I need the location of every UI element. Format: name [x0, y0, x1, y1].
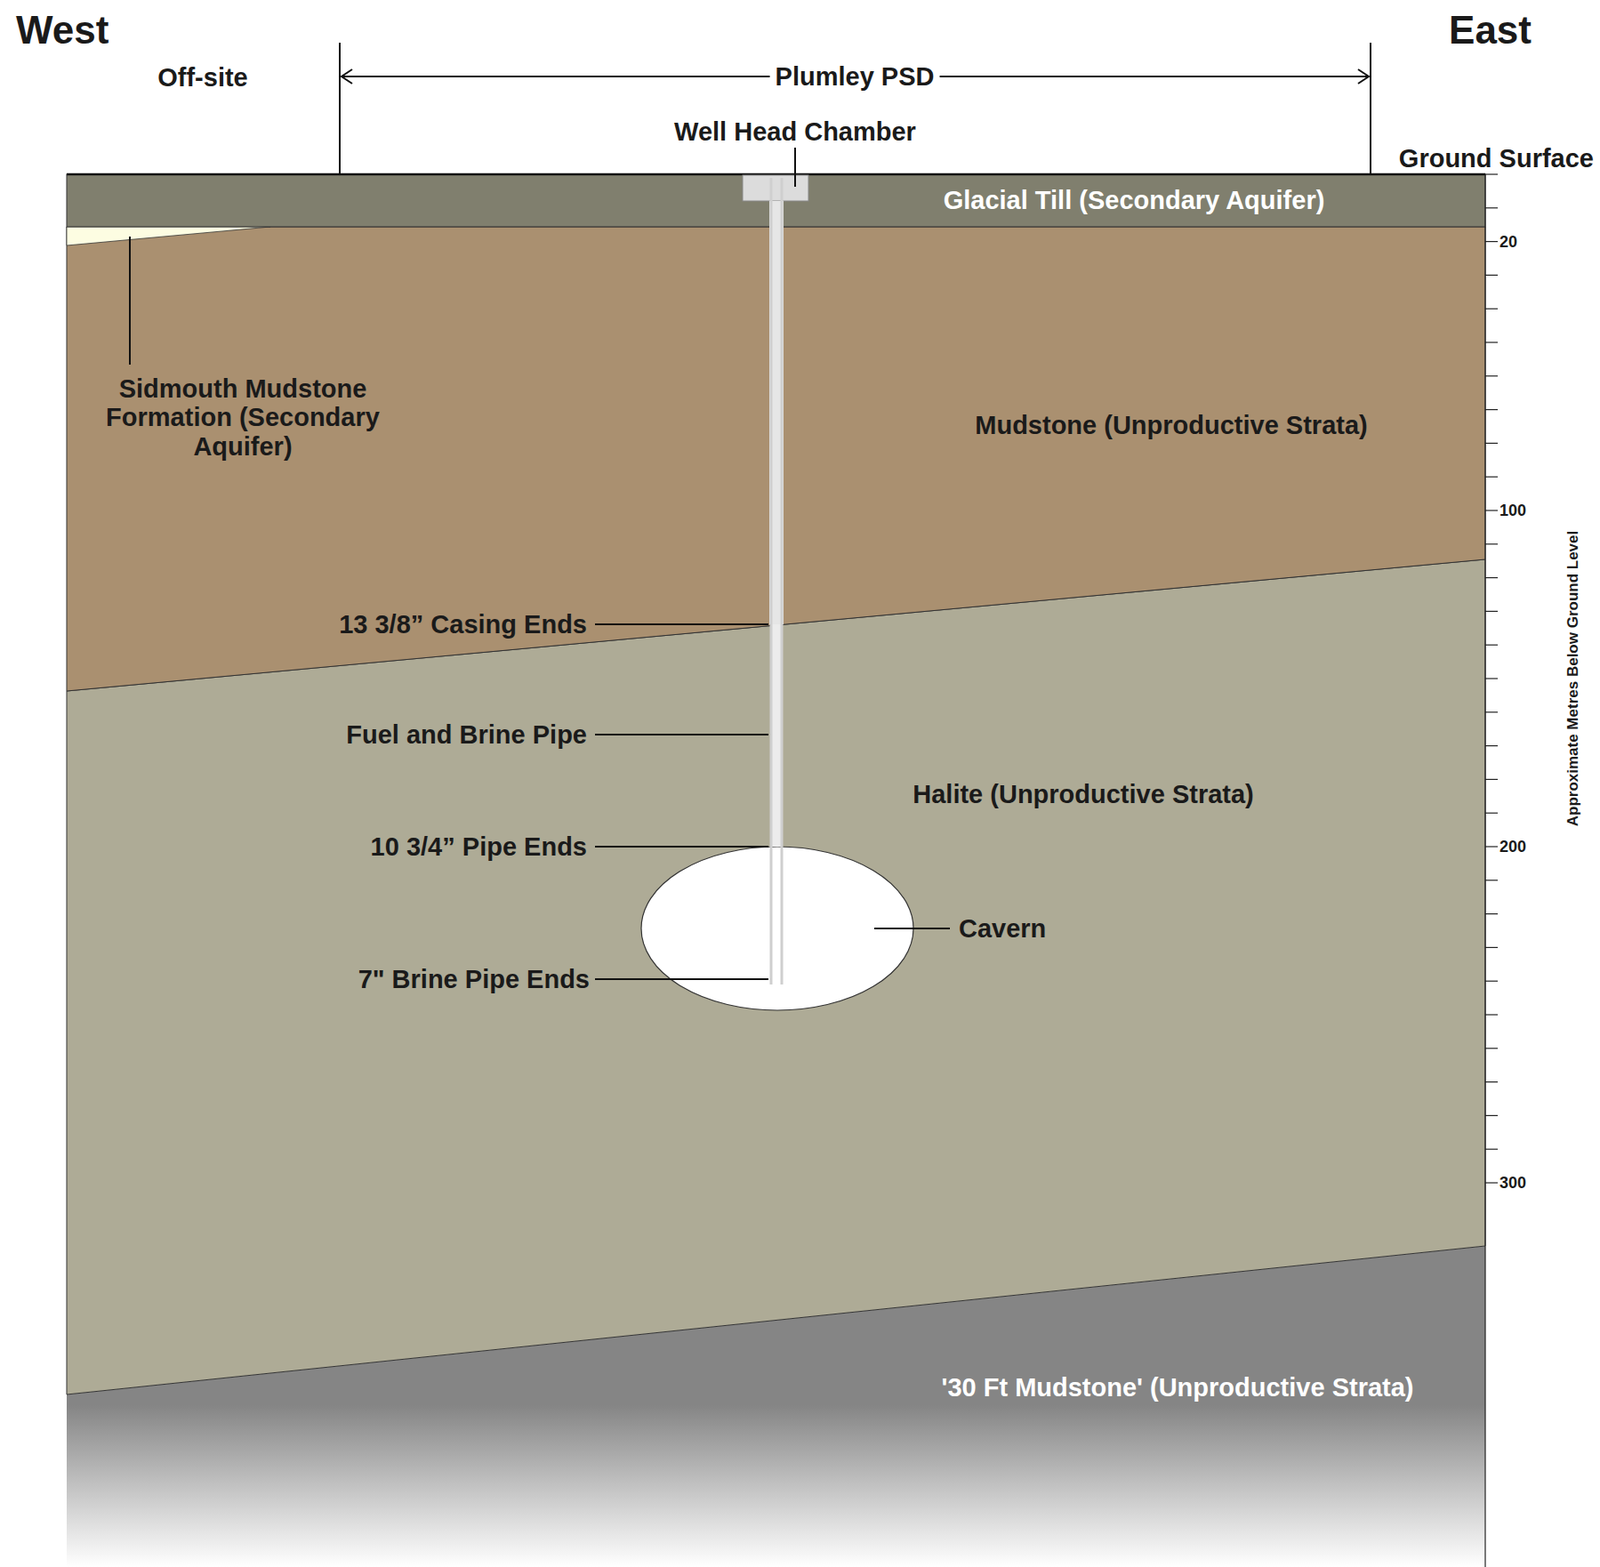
stratum-band: Mudstone (Unproductive Strata)	[971, 409, 1371, 442]
part-label: 13 3/8” Casing Ends	[338, 610, 587, 639]
scale-tick	[1485, 611, 1498, 612]
stratum-band: Halite (Unproductive Strata)	[908, 778, 1258, 811]
arrow-head	[341, 69, 353, 84]
pipe-wall	[770, 177, 773, 985]
site-tick	[338, 42, 341, 174]
scale-tick	[1485, 509, 1498, 511]
axis-title: Approximate Metres Below Ground Level	[1564, 530, 1582, 828]
scale-tick	[1485, 173, 1498, 175]
scale-tick	[1485, 375, 1498, 377]
arrow-head	[1358, 69, 1369, 84]
scale-tick	[1485, 476, 1498, 478]
scale-tick	[1485, 711, 1498, 713]
scale-tick	[1485, 577, 1498, 579]
stratum-name: '30 Ft Mudstone' (Unproductive Strata)	[941, 1373, 1415, 1402]
scale-tick	[1485, 1047, 1498, 1049]
cavern	[641, 846, 914, 1011]
depth-number: 200	[1499, 837, 1527, 856]
scale-tick	[1485, 845, 1498, 847]
leader-line	[594, 733, 769, 736]
scale-tick	[1485, 308, 1498, 310]
stratum-name: Mudstone (Unproductive Strata)	[974, 410, 1367, 440]
leader-line	[128, 236, 131, 365]
leader-line	[794, 147, 796, 187]
stratum-band: '30 Ft Mudstone' (Unproductive Strata)	[938, 1371, 1418, 1404]
depth-axis	[1484, 174, 1486, 1567]
scale-ticks	[1485, 174, 1498, 1183]
scale-tick	[1485, 207, 1498, 209]
scale-tick	[1485, 879, 1498, 881]
scale-tick	[1485, 1149, 1498, 1150]
compass-label: East	[1448, 8, 1532, 52]
stratum-name: Halite (Unproductive Strata)	[912, 779, 1255, 809]
sidmouth-wedge	[66, 226, 271, 246]
scale-tick	[1485, 677, 1498, 679]
scale-tick	[1485, 1081, 1498, 1083]
area-label: Off-site	[157, 63, 249, 92]
scale-tick	[1485, 241, 1498, 242]
part-label: 10 3/4” Pipe Ends	[370, 832, 587, 861]
well-head-chamber	[742, 175, 809, 202]
leader-line	[874, 927, 950, 930]
part-label: Cavern	[958, 914, 1046, 943]
leader-line	[594, 623, 769, 626]
leader-line	[594, 978, 769, 981]
halite-band	[66, 559, 1486, 1395]
scale-tick	[1485, 980, 1498, 982]
depth-number: 100	[1499, 501, 1527, 520]
depth-number: 20	[1499, 233, 1518, 251]
scale-tick	[1485, 409, 1498, 411]
scale-tick	[1485, 274, 1498, 276]
leader-line	[594, 845, 769, 848]
scale-tick	[1485, 745, 1498, 747]
part-label: Well Head Chamber	[674, 117, 917, 146]
depth-number: 300	[1499, 1173, 1527, 1192]
scale-tick	[1485, 779, 1498, 780]
part-label: Fuel and Brine Pipe	[345, 720, 587, 749]
scale-tick	[1485, 1181, 1498, 1183]
surface-label: Ground Surface	[1398, 144, 1594, 173]
site-label: Plumley PSD	[770, 62, 941, 91]
stratum-name: Glacial Till (Secondary Aquifer)	[943, 185, 1326, 215]
part-label: 7" Brine Pipe Ends	[358, 964, 590, 994]
scale-tick	[1485, 812, 1498, 814]
scale-tick	[1485, 543, 1498, 545]
pipe-wall	[780, 177, 784, 985]
formation-label: Sidmouth Mudstone Formation (Secondary A…	[98, 374, 388, 461]
scale-tick	[1485, 341, 1498, 343]
scale-tick	[1485, 947, 1498, 949]
compass-label: West	[16, 8, 109, 52]
scale-tick	[1485, 1013, 1498, 1015]
stratum-band: Glacial Till (Secondary Aquifer)	[940, 184, 1329, 217]
scale-tick	[1485, 913, 1498, 915]
scale-tick	[1485, 442, 1498, 444]
scale-tick	[1485, 644, 1498, 646]
scale-tick	[1485, 1115, 1498, 1117]
site-tick	[1369, 42, 1372, 174]
